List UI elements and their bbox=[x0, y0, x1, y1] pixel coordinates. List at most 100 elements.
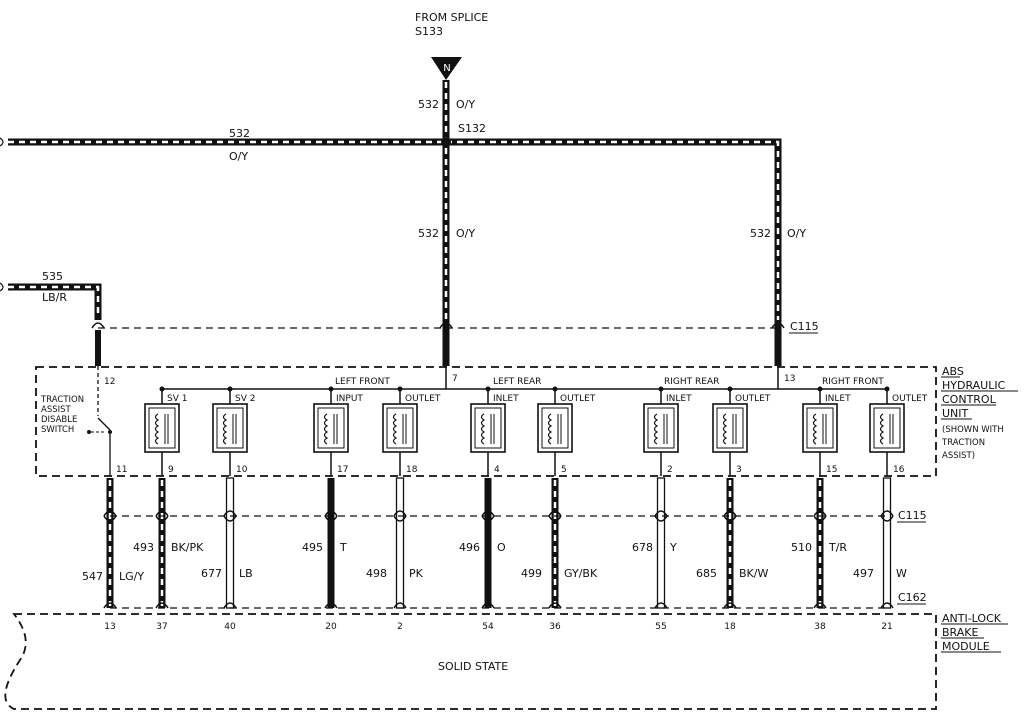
circuit-color: T bbox=[339, 541, 347, 554]
wire-stub-p7 bbox=[443, 330, 449, 366]
valve-pin: 17 bbox=[337, 465, 348, 475]
svg-text:ANTI-LOCK: ANTI-LOCK bbox=[942, 612, 1002, 625]
svg-text:CONTROL: CONTROL bbox=[942, 393, 997, 406]
circuit-number: 496 bbox=[459, 541, 480, 554]
valve-pin: 15 bbox=[826, 465, 837, 475]
coil-icon bbox=[879, 413, 885, 445]
input-circuit-535: 535 bbox=[42, 270, 63, 283]
svg-text:ASSIST: ASSIST bbox=[41, 405, 72, 415]
valve-name: OUTLET bbox=[892, 394, 928, 404]
module-pin: 20 bbox=[325, 622, 337, 632]
c162-label: C162 bbox=[898, 591, 927, 604]
valve-name: OUTLET bbox=[560, 394, 596, 404]
circuit-color: LB bbox=[239, 567, 253, 580]
module-pin: 18 bbox=[724, 622, 736, 632]
coil-icon bbox=[222, 413, 228, 445]
circuit-wire-497 bbox=[880, 477, 894, 609]
coil-icon bbox=[480, 413, 486, 445]
hcu-box bbox=[35, 366, 937, 477]
module-pin: 21 bbox=[881, 622, 892, 632]
traction-switch-label: TRACTION ASSIST DISABLE SWITCH bbox=[40, 395, 84, 435]
valve-body bbox=[212, 403, 248, 453]
module-pin: 40 bbox=[224, 622, 236, 632]
module-pin: 13 bbox=[104, 622, 115, 632]
c115-top-label: C115 bbox=[790, 320, 819, 333]
valve-body bbox=[643, 403, 679, 453]
circuit-wire-547: 547 LG/Y 13 bbox=[82, 478, 144, 632]
valve-body bbox=[869, 403, 905, 453]
circuit-wire-510 bbox=[813, 478, 827, 609]
coil-icon bbox=[323, 413, 329, 445]
circuit-number: 547 bbox=[82, 570, 103, 583]
feed-color-right: O/Y bbox=[787, 227, 806, 240]
splice-s132-label: S132 bbox=[458, 122, 486, 135]
circuit-number: 495 bbox=[302, 541, 323, 554]
circuit-wire-499 bbox=[548, 478, 562, 609]
group-left-rear: LEFT REAR bbox=[493, 377, 541, 387]
circuit-wire-496 bbox=[481, 478, 495, 609]
feed-circuit-top: 532 bbox=[229, 127, 250, 140]
coil-icon bbox=[392, 413, 398, 445]
circuit-color: Y bbox=[669, 541, 677, 554]
feed-color-center: O/Y bbox=[456, 227, 475, 240]
feed-circuit-center: 532 bbox=[418, 227, 439, 240]
circuit-number: 510 bbox=[791, 541, 812, 554]
svg-text:UNIT: UNIT bbox=[942, 407, 969, 420]
circuit-wire-495 bbox=[324, 478, 338, 609]
module-pin: 2 bbox=[397, 622, 403, 632]
coil-icon bbox=[722, 413, 728, 445]
circuit-color: T/R bbox=[828, 541, 847, 554]
hcu-note: (SHOWN WITH TRACTION ASSIST) bbox=[941, 425, 1004, 461]
valve-name: SV 1 bbox=[167, 394, 187, 404]
feed-color-upper: O/Y bbox=[456, 98, 475, 111]
valve-pin: 10 bbox=[236, 465, 248, 475]
valve-body bbox=[537, 403, 573, 453]
circuit-number: 498 bbox=[366, 567, 387, 580]
module-pin: 38 bbox=[814, 622, 826, 632]
module-pin: 55 bbox=[655, 622, 666, 632]
coil-icon bbox=[547, 413, 553, 445]
valve-body bbox=[470, 403, 506, 453]
splice-node-marker: N bbox=[431, 57, 462, 80]
input-color-lbr: LB/R bbox=[42, 291, 67, 304]
splice-s133-label: S133 bbox=[415, 25, 443, 38]
circuit-number: 678 bbox=[632, 541, 653, 554]
circuit-wire-677 bbox=[223, 477, 237, 609]
svg-text:(SHOWN WITH: (SHOWN WITH bbox=[942, 425, 1004, 435]
module-pin: 36 bbox=[549, 622, 561, 632]
feed-circuit-upper: 532 bbox=[418, 98, 439, 111]
valve-pin: 9 bbox=[168, 465, 174, 475]
module-pin: 37 bbox=[156, 622, 167, 632]
pin-12-label: 12 bbox=[104, 377, 115, 387]
circuit-color: LG/Y bbox=[119, 570, 144, 583]
svg-text:TRACTION: TRACTION bbox=[40, 395, 84, 405]
valve-name: SV 2 bbox=[235, 394, 255, 404]
coil-icon bbox=[812, 413, 818, 445]
circuit-wire-493 bbox=[155, 478, 169, 609]
feed-circuit-right: 532 bbox=[750, 227, 771, 240]
circuit-color: W bbox=[896, 567, 907, 580]
svg-text:ASSIST): ASSIST) bbox=[942, 451, 975, 461]
splice-node-letter: N bbox=[443, 63, 450, 74]
valve-body bbox=[144, 403, 180, 453]
c115-top-terminals bbox=[91, 322, 785, 329]
valve-name: OUTLET bbox=[735, 394, 771, 404]
coil-icon bbox=[154, 413, 160, 445]
valve-7: INLET 2 678 Y 55 bbox=[632, 386, 692, 632]
valve-pin: 5 bbox=[561, 465, 567, 475]
svg-text:TRACTION: TRACTION bbox=[941, 438, 985, 448]
svg-text:ABS: ABS bbox=[942, 365, 964, 378]
wire-stub-p13 bbox=[775, 330, 781, 366]
svg-text:SWITCH: SWITCH bbox=[41, 425, 74, 435]
valve-body bbox=[802, 403, 838, 453]
valve-pin: 2 bbox=[667, 465, 673, 475]
wire-stub-p12 bbox=[95, 330, 101, 366]
valve-name: INLET bbox=[666, 394, 692, 404]
